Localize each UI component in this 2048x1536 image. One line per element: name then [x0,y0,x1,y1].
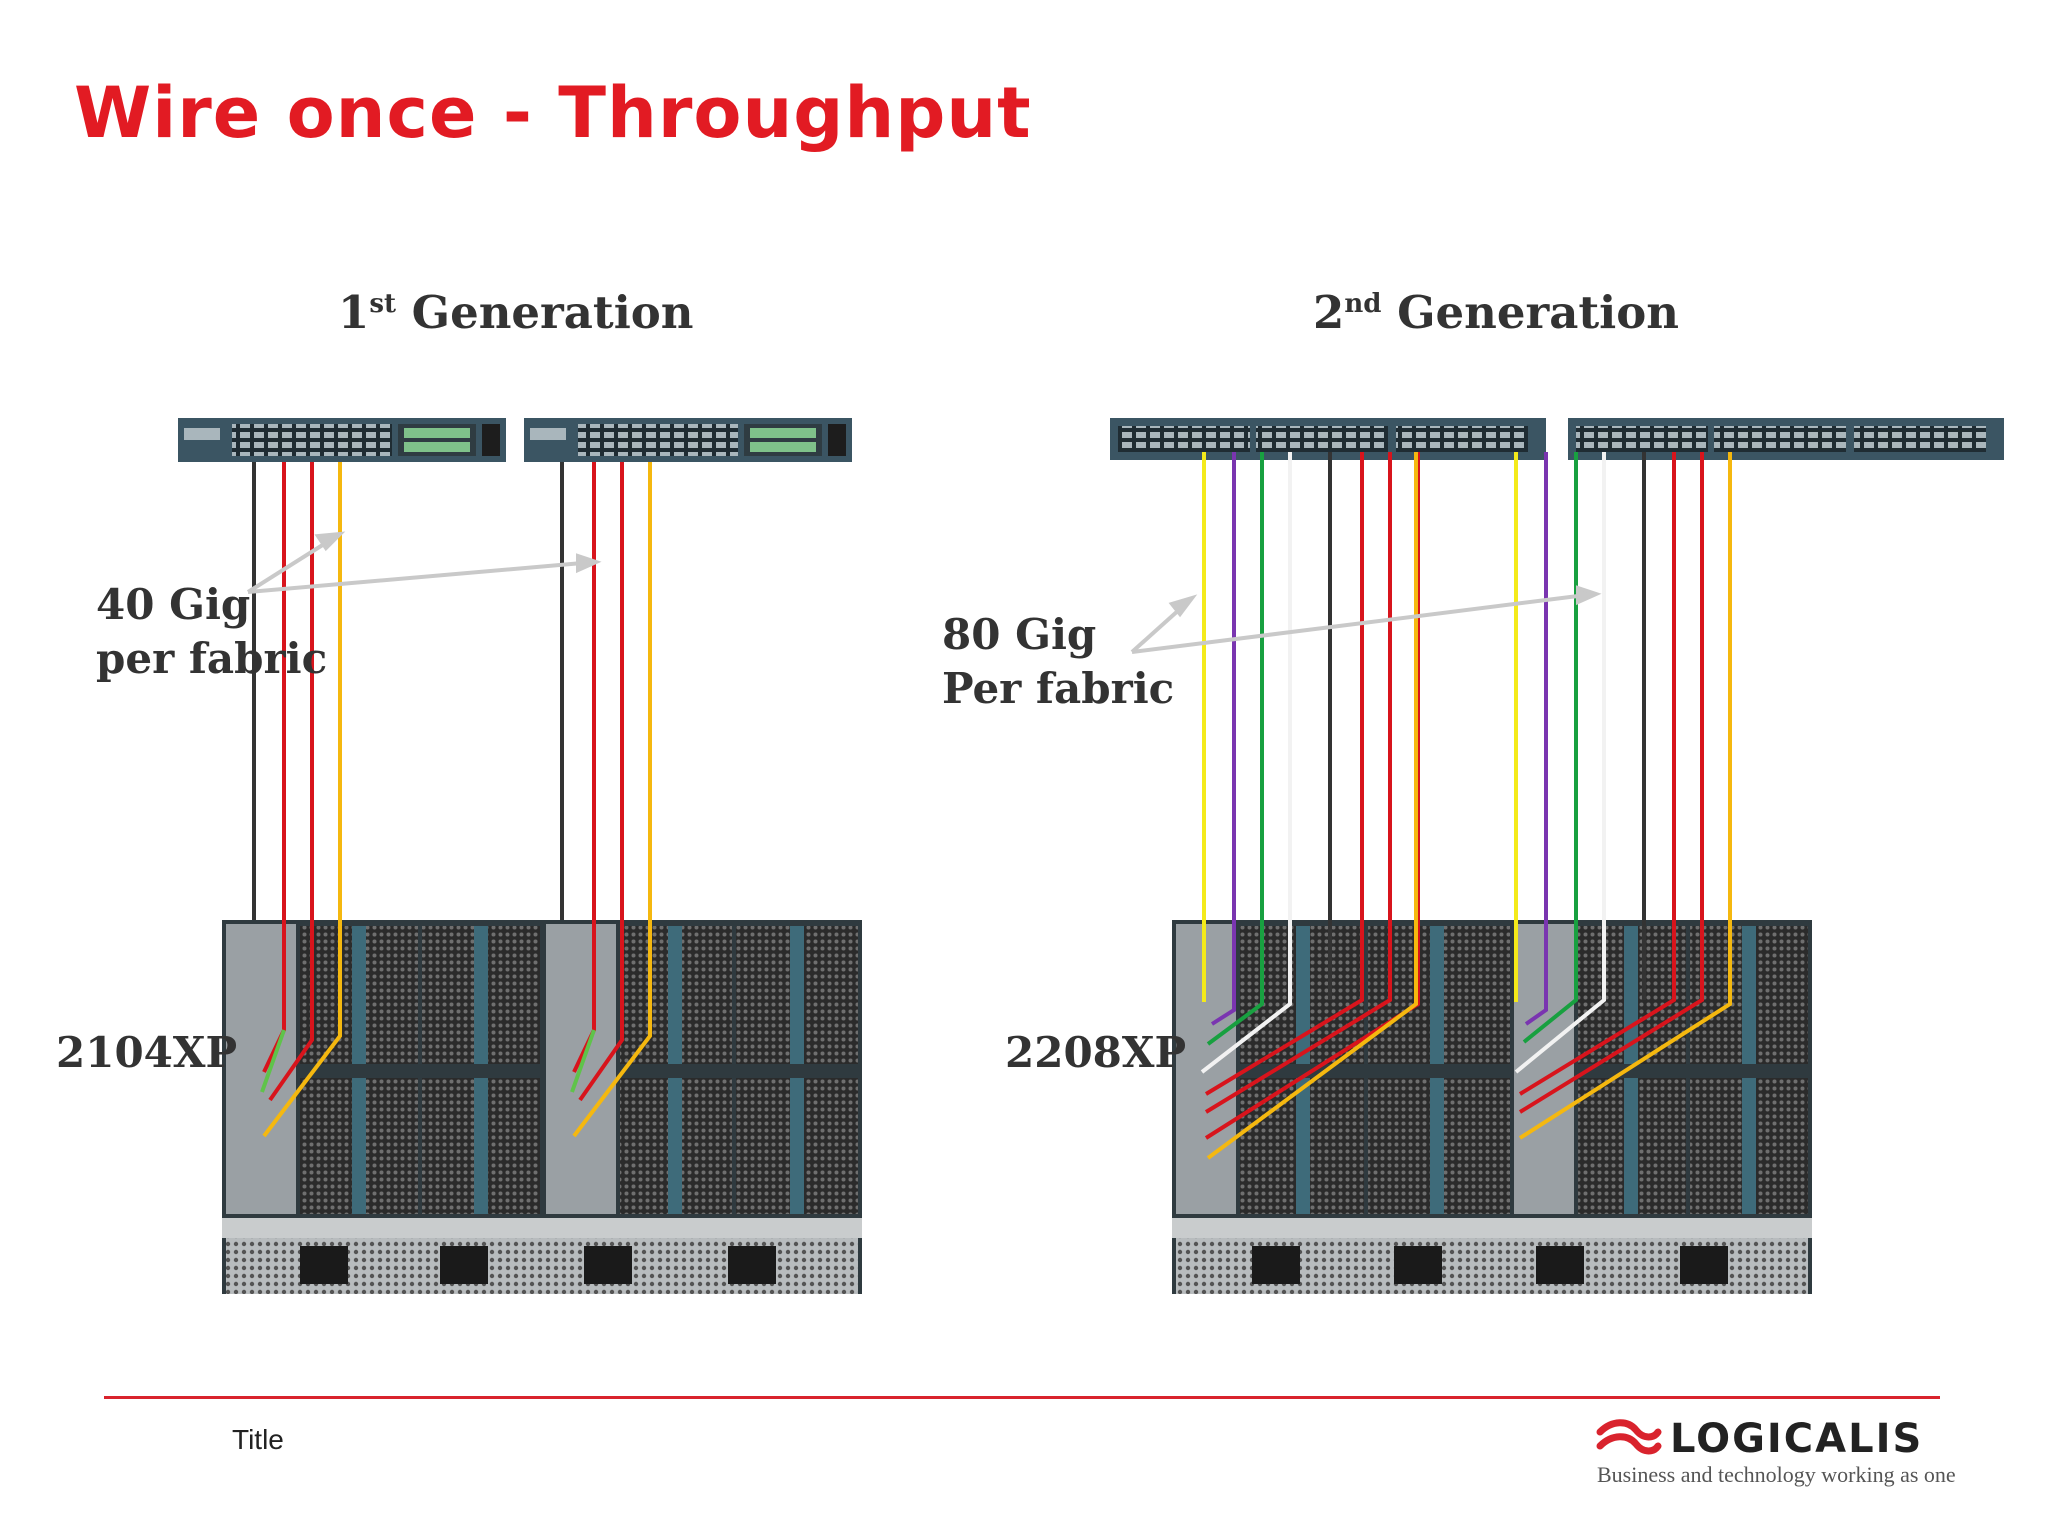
gen2-label: Generation [1397,286,1679,339]
gen2-bandwidth-label: 80 Gig Per fabric [942,608,1174,716]
gen1-fex-model: 2104XP [56,1028,238,1077]
gen1-suffix: st [369,289,396,319]
gen2-ordinal: 2 [1313,286,1345,339]
fan-modules [300,926,858,1214]
gen2-bandwidth-line2: Per fabric [942,664,1175,713]
power-inlet [584,1246,632,1284]
power-inlet [1394,1246,1442,1284]
gen1-switch-a [178,418,506,462]
gen2-switch-b [1568,418,2004,460]
gen1-bandwidth-line1: 40 Gig [96,580,251,629]
fan-modules [1240,926,1808,1214]
power-inlet [300,1246,348,1284]
footer-title: Title [232,1424,284,1455]
power-inlet [1536,1246,1584,1284]
gen1-ordinal: 1 [338,286,370,339]
gen2-heading: 2nd Generation [1313,286,1679,339]
gen2-bandwidth-arrows [1130,585,1602,654]
gen1-cables [252,462,652,1138]
power-inlet [728,1246,776,1284]
gen1-switch-b [524,418,852,462]
gen1-fabric-switches [178,418,852,462]
power-inlet [1252,1246,1300,1284]
gen2-fex-model: 2208XP [1005,1028,1187,1077]
slide-title: Wire once - Throughput [74,72,1032,154]
logo-wordmark: LOGICALIS [1670,1416,1924,1462]
gen2-cables [1200,452,1732,1160]
gen1-bandwidth-arrows [246,531,602,594]
gen2-chassis [1172,920,1812,1294]
gen2-fabric-switches [1110,418,2004,460]
gen2-suffix: nd [1344,289,1382,319]
logo-tagline: Business and technology working as one [1597,1462,1956,1487]
power-inlet [440,1246,488,1284]
power-inlet [1680,1246,1728,1284]
gen1-bandwidth-line2: per fabric [96,634,328,683]
gen1-bandwidth-label: 40 Gig per fabric [96,578,327,686]
mgmt-ports [184,428,220,440]
gen1-heading: 1st Generation [338,286,694,339]
footer-rule [104,1396,1940,1399]
gen1-chassis [222,920,862,1294]
gen2-bandwidth-line1: 80 Gig [942,610,1097,659]
gen1-label: Generation [411,286,694,339]
logicalis-logo-icon [1596,1419,1662,1455]
